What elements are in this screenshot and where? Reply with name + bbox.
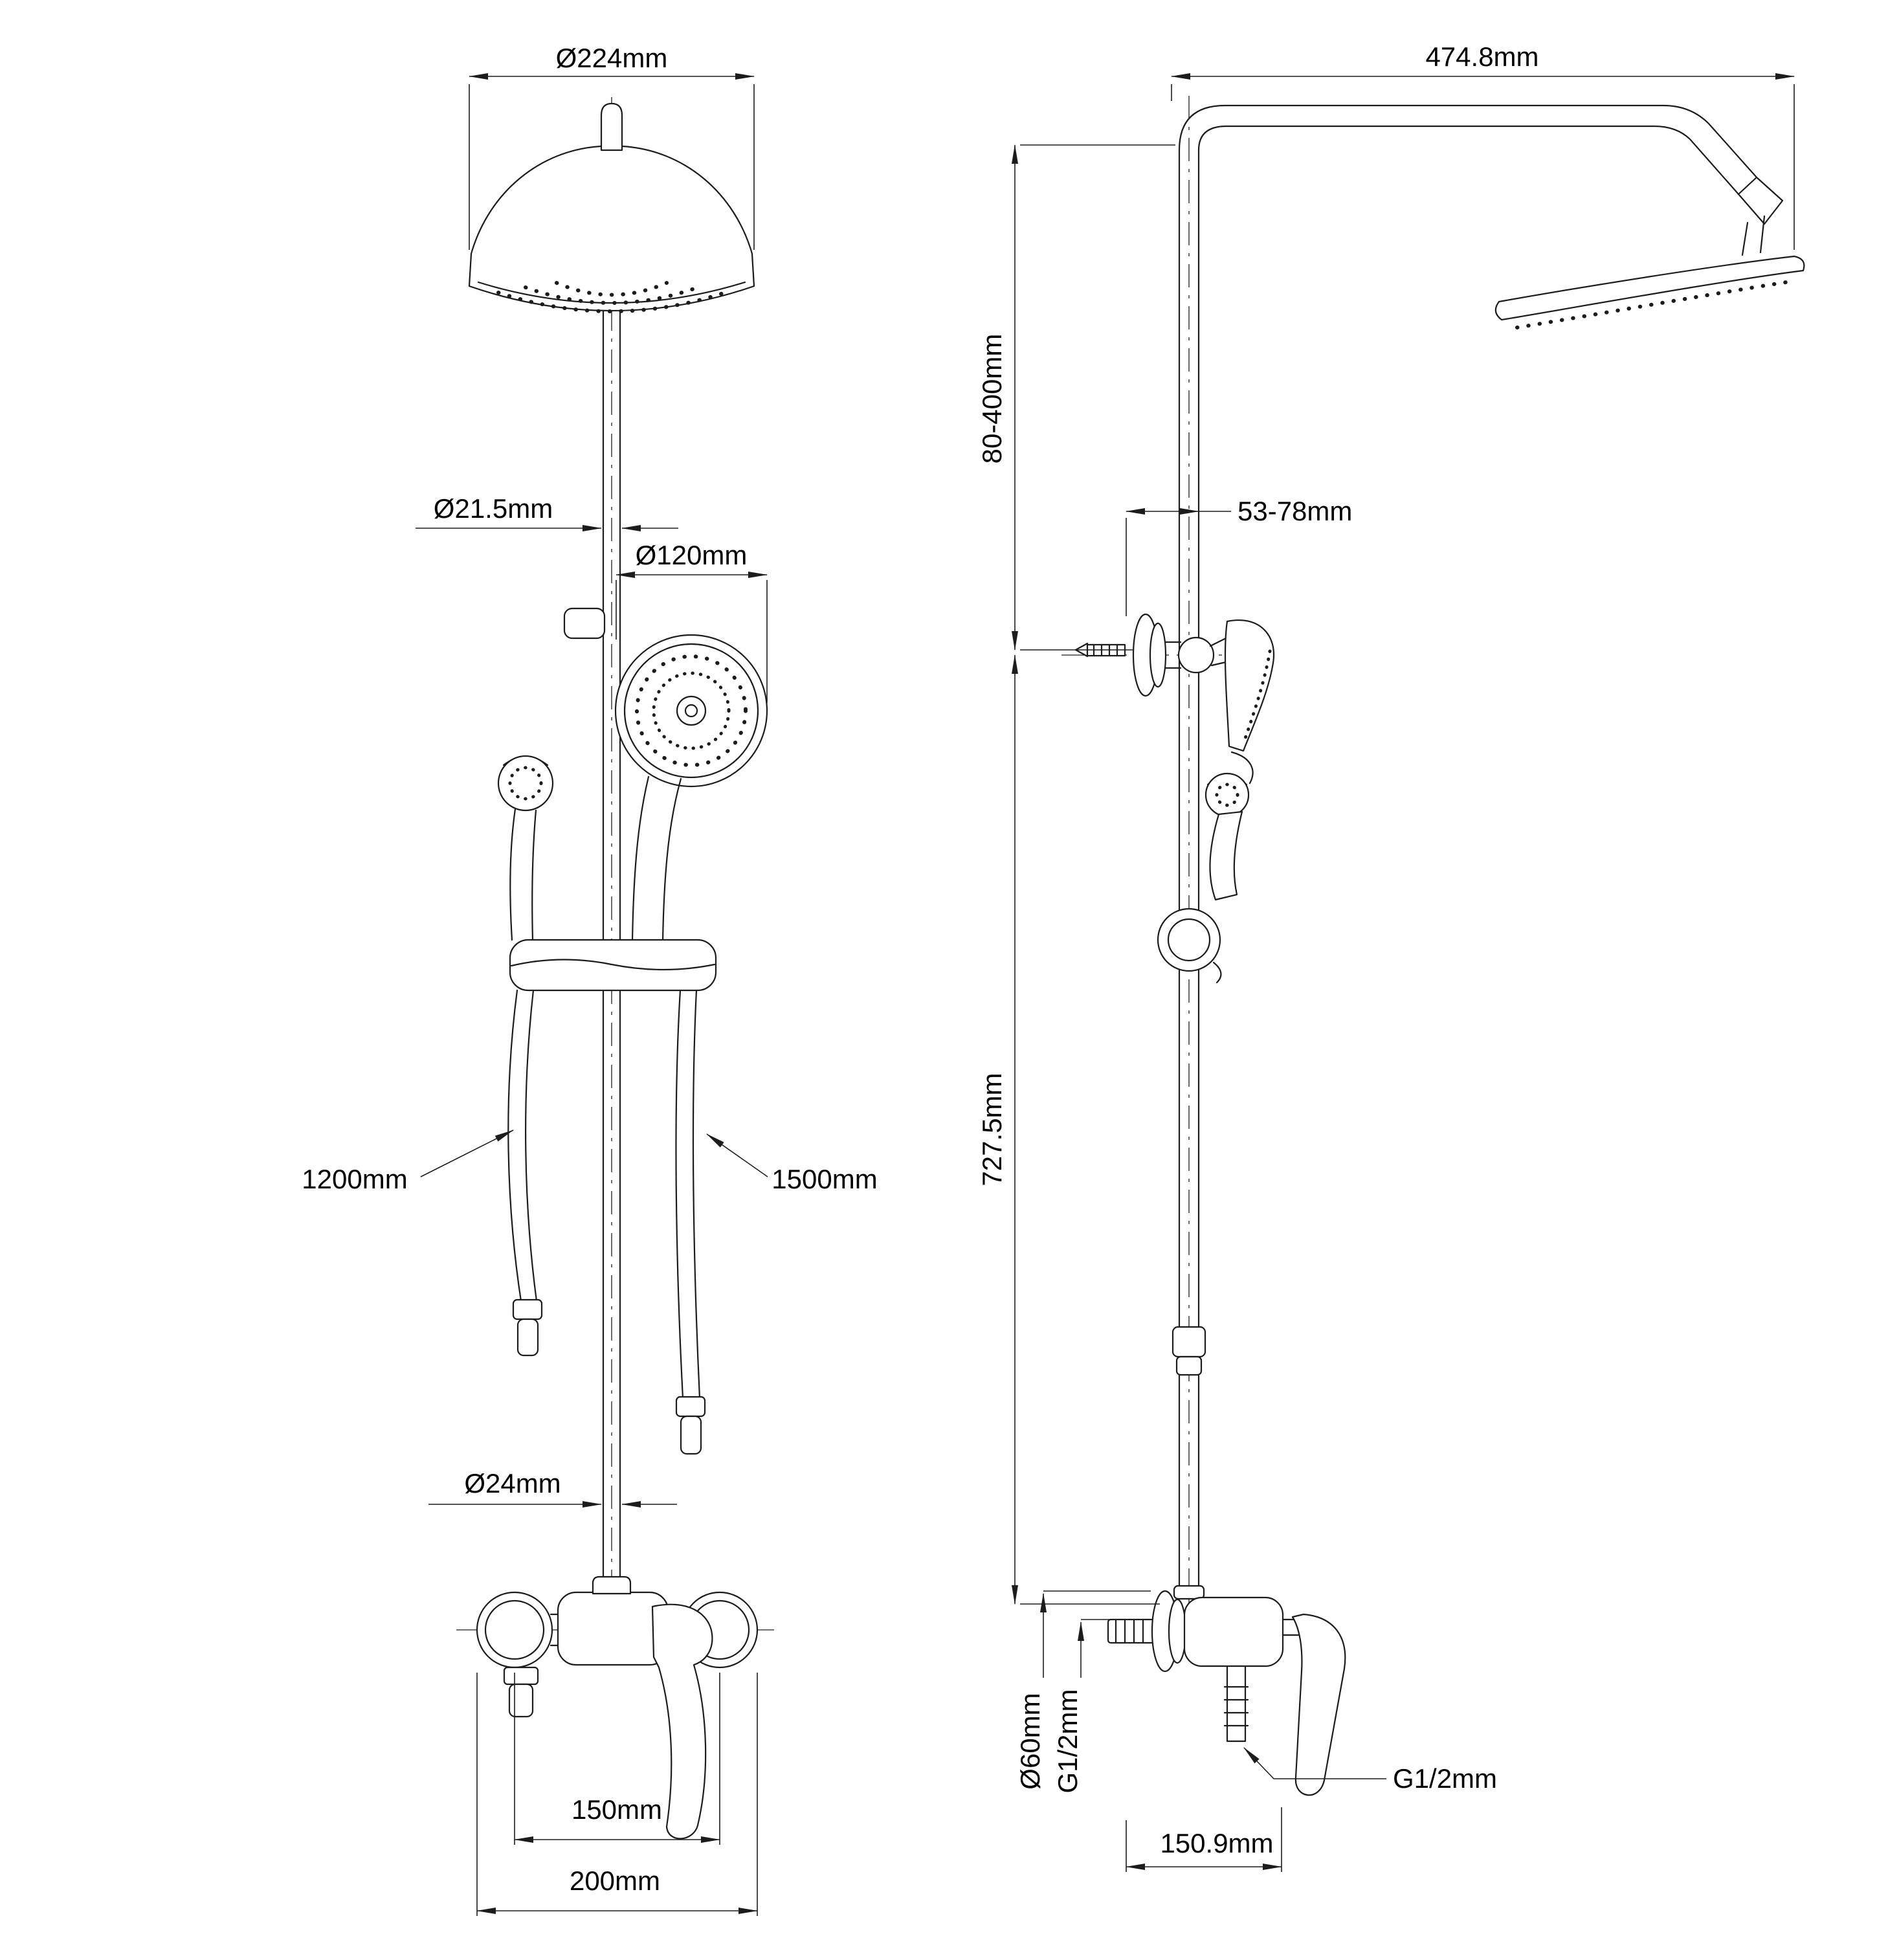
lever-handle — [651, 1603, 713, 1840]
dim-arm-reach: 474.8mm — [1171, 41, 1795, 250]
hand-shower-side — [1224, 619, 1275, 752]
shower-hose — [675, 989, 706, 1455]
ball-joint — [1177, 636, 1215, 674]
dim-label-shower-hose-length: 1500mm — [772, 1164, 877, 1194]
valve-body-side — [1183, 1596, 1284, 1667]
dim-label-valve-hole-spacing: 150mm — [572, 1794, 662, 1825]
dim-label-wall-clearance: 53-78mm — [1238, 496, 1352, 526]
dim-label-escutcheon-diameter: Ø60mm — [1015, 1693, 1045, 1789]
rain-shower-head-side — [1494, 255, 1805, 329]
shower-arm-side — [1178, 104, 1784, 256]
leader-spray-hose-length: 1200mm — [302, 1130, 514, 1194]
outlet-stub — [503, 1666, 539, 1686]
dim-escutcheon-diameter: Ø60mm — [1015, 1590, 1151, 1790]
dim-label-valve-offset: 150.9mm — [1160, 1828, 1273, 1858]
dim-valve-width: 200mm — [476, 1673, 758, 1916]
dim-label-arm-reach: 474.8mm — [1425, 41, 1538, 72]
dim-head-diameter: Ø224mm — [469, 43, 755, 250]
wall-bracket-side — [1061, 613, 1233, 697]
dim-outlet-thread: G1/2mm — [1243, 1747, 1497, 1794]
dim-wall-clearance: 53-78mm — [1126, 496, 1352, 616]
dim-label-valve-width: 200mm — [570, 1865, 660, 1896]
dim-label-outlet-thread: G1/2mm — [1393, 1763, 1497, 1794]
dim-label-riser-height: 727.5mm — [977, 1073, 1007, 1186]
riser-pipe-front — [602, 148, 621, 1597]
front-view: Ø224mm Ø21.5mm Ø120mm 1200mm 1500mm Ø24m… — [302, 43, 878, 1916]
dim-label-inlet-thread: G1/2mm — [1052, 1689, 1083, 1793]
dim-label-spray-hose-length: 1200mm — [302, 1164, 407, 1194]
dim-label-head-diameter: Ø224mm — [556, 43, 668, 73]
arm-joint — [1737, 176, 1784, 225]
head-connector-cap — [600, 102, 623, 151]
dim-label-pipe-diameter: Ø24mm — [464, 1468, 561, 1498]
dim-inlet-thread: G1/2mm — [1052, 1619, 1109, 1794]
valve-body — [557, 1591, 669, 1666]
dim-hand-shower-diameter: Ø120mm — [616, 540, 768, 703]
dim-head-height-range: 80-400mm — [977, 144, 1175, 651]
hand-shower-holder-front — [563, 607, 606, 640]
spray-gun-front — [497, 755, 554, 941]
side-view: 474.8mm 80-400mm 53-78mm 727.5mm Ø60mm G… — [977, 41, 1805, 1872]
inlet-thread-stub — [1107, 1618, 1156, 1644]
dim-riser-height: 727.5mm — [977, 654, 1160, 1605]
slide-bracket-front — [509, 939, 717, 992]
slide-ring-side — [1157, 908, 1222, 984]
dim-riser-diameter: Ø21.5mm — [416, 493, 678, 531]
mixer-valve-front — [456, 1576, 780, 1840]
rain-shower-head-front — [468, 102, 755, 313]
pipe-coupling-side — [1172, 1326, 1206, 1376]
dim-pipe-diameter: Ø24mm — [428, 1468, 677, 1508]
dim-label-head-height-range: 80-400mm — [977, 334, 1007, 464]
hand-shower-front — [614, 634, 768, 943]
dim-valve-offset: 150.9mm — [1126, 1807, 1282, 1872]
lever-handle-side — [1291, 1613, 1346, 1796]
dim-label-riser-diameter: Ø21.5mm — [434, 493, 553, 524]
dim-valve-hole-spacing: 150mm — [514, 1673, 720, 1845]
leader-shower-hose-length: 1500mm — [706, 1133, 878, 1194]
outlet-thread-stub — [1226, 1665, 1247, 1743]
mixer-valve-side — [1107, 1585, 1346, 1796]
spray-gun-side — [1205, 751, 1254, 901]
spray-hose — [507, 989, 543, 1357]
dim-label-hand-shower-diameter: Ø120mm — [636, 540, 748, 570]
